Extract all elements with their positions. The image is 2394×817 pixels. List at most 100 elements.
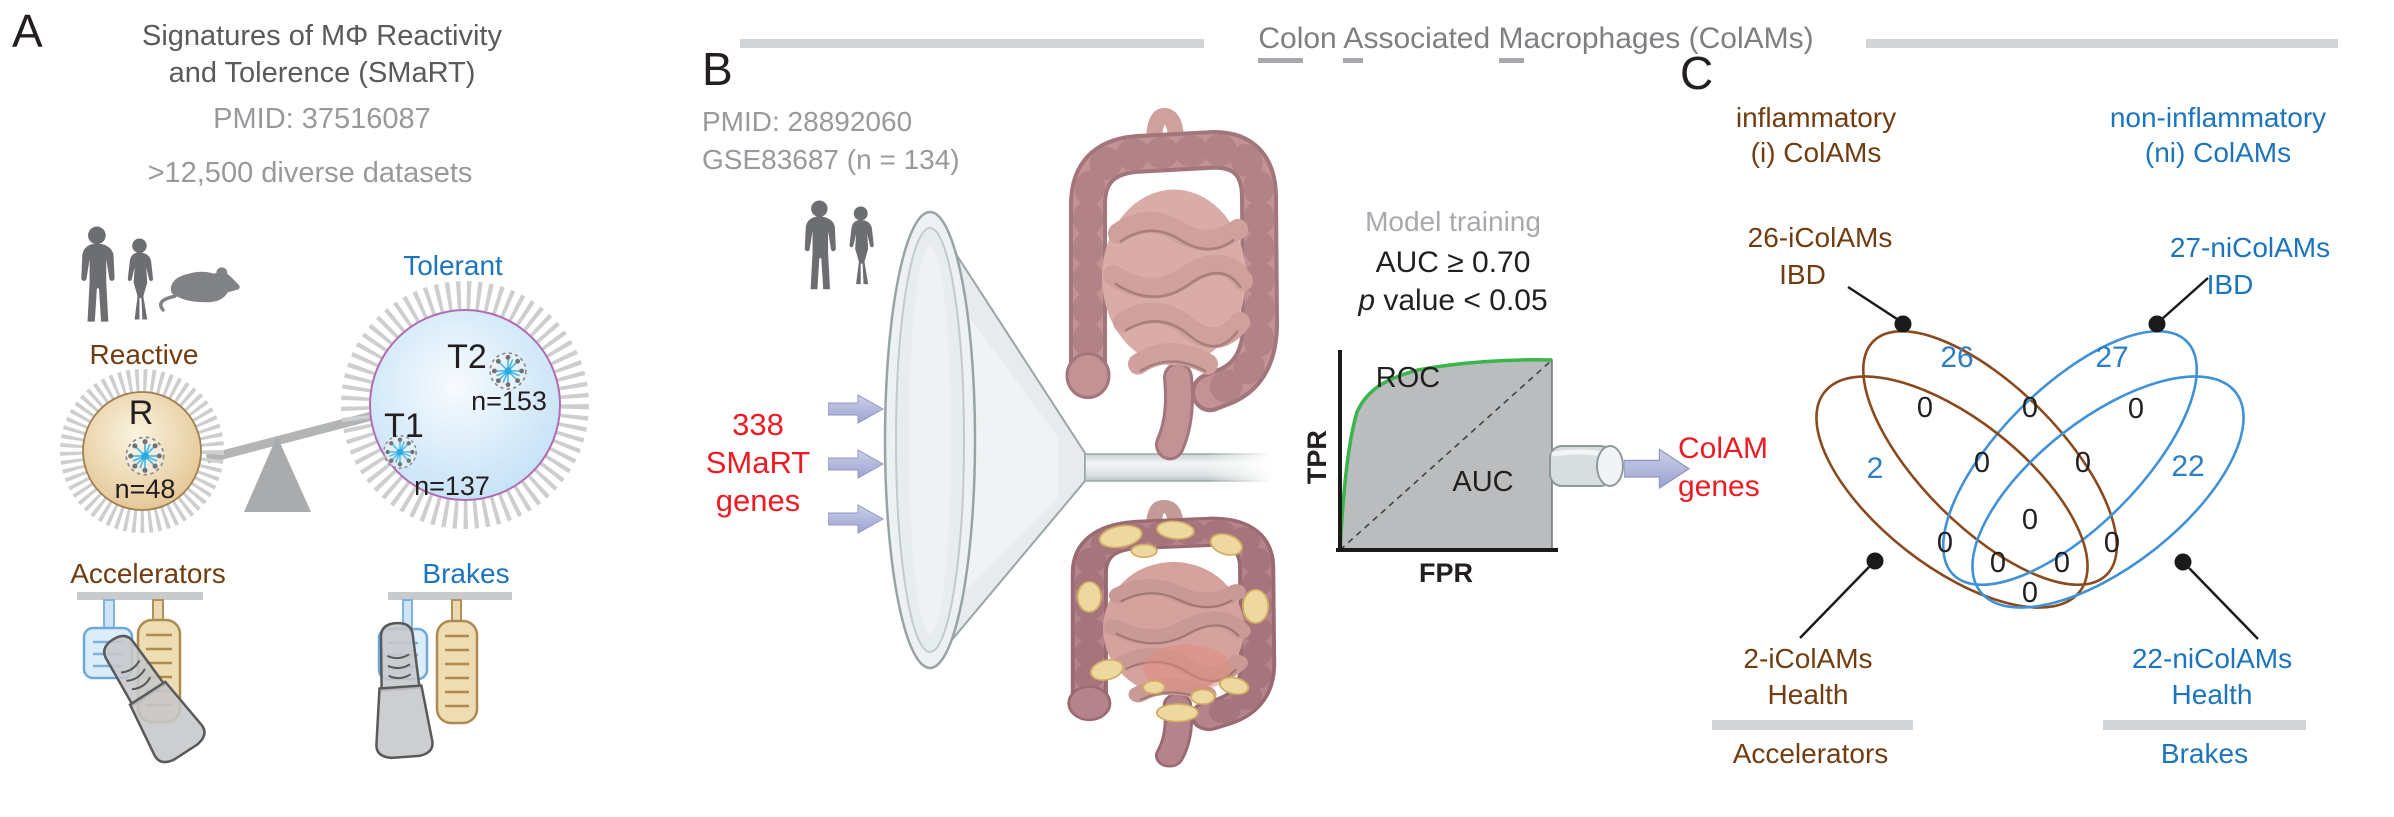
venn-zero: 0 (1989, 547, 2007, 579)
venn-ellipse-nicolams-health (1971, 375, 2245, 609)
accelerators-footer-label: Accelerators (1732, 738, 1889, 769)
venn-ellipse-nicolams-ibd (1941, 329, 2199, 587)
header-text-fragment: on (1303, 22, 1344, 55)
chance-diagonal (1339, 359, 1553, 551)
arrow-right-icon (828, 505, 883, 533)
smart-genes-word2: genes (715, 483, 801, 518)
colam-genes-line1: ColAM (1678, 432, 1769, 465)
brakes-divider (2103, 720, 2306, 730)
t1-count: n=137 (414, 471, 490, 501)
colon-healthy-icon (1065, 107, 1288, 453)
venn-count-nicolams-ibd: 27 (2095, 341, 2129, 374)
virus-icon (489, 352, 527, 390)
nicolams-health-callout-line2: Health (2171, 679, 2253, 710)
reactive-cell-name: R (128, 394, 154, 432)
callout-dot (2148, 315, 2166, 333)
auc-criterion: AUC ≥ 0.70 (1375, 246, 1531, 279)
venn-zero: 0 (2127, 393, 2145, 425)
icolams-ibd-callout-line1: 26-iColAMs (1747, 222, 1893, 253)
header-underlined-letter: Col (1258, 22, 1304, 63)
header-underlined-letter: M (1498, 22, 1524, 63)
venn-zero: 0 (2053, 547, 2071, 579)
colam-genes-line2: genes (1678, 470, 1760, 503)
panel-a-artwork (60, 226, 589, 769)
accelerators-divider (1712, 720, 1913, 730)
virus-icon (125, 436, 165, 476)
reactive-cell-count: n=48 (114, 474, 176, 504)
venn-zero: 0 (1973, 447, 1991, 479)
t1-name: T1 (384, 407, 424, 445)
panel-b-label: B (702, 43, 733, 95)
inflammatory-label-line1: inflammatory (1735, 102, 1897, 133)
icolams-health-callout-line2: Health (1767, 679, 1849, 710)
venn-diagram (1799, 277, 2259, 640)
venn-zero: 0 (2103, 527, 2121, 559)
p-criterion: p value < 0.05 (1333, 284, 1573, 318)
venn-ellipse-icolams-health (1815, 375, 2089, 609)
header-text-fragment: ssociated (1363, 22, 1499, 55)
arrow-right-icon (828, 450, 883, 478)
colon-diseased-icon (1067, 499, 1285, 762)
header-text-fragment: acrophages (ColAMs) (1523, 22, 1814, 55)
header-underlined-letter: A (1343, 22, 1364, 63)
smart-genes-word1: SMaRT (705, 445, 811, 480)
t2-name: T2 (447, 338, 487, 376)
panel-a-title-line2: and Tolerence (SMaRT) (168, 57, 476, 89)
tolerant-label: Tolerant (403, 250, 503, 281)
panel-c-label: C (1680, 47, 1714, 99)
model-training-label: Model training (1365, 206, 1541, 237)
roc-curve (1338, 358, 1553, 551)
brakes-label: Brakes (422, 558, 510, 589)
fpr-axis-label: FPR (1419, 558, 1473, 588)
panel-a-subtitle: >12,500 diverse datasets (147, 157, 473, 189)
inflammation-patches (1076, 520, 1270, 723)
roc-curve-label: ROC (1375, 362, 1441, 394)
panel-a-label: A (12, 5, 43, 57)
reactive-cell-spike-ring (60, 369, 224, 533)
nicolams-ibd-callout-line1: 27-niColAMs (2169, 232, 2331, 263)
tolerant-cell-spike-ring (341, 281, 589, 529)
smart-genes-count: 338 (732, 407, 784, 442)
accelerator-pedals-icon (77, 592, 211, 769)
tpr-axis-label: TPR (1301, 430, 1332, 485)
reactive-label: Reactive (89, 339, 199, 370)
panel-b-dataset: GSE83687 (n = 134) (702, 144, 960, 175)
noninflammatory-label-line1: non-inflammatory (2109, 102, 2327, 133)
icolams-ibd-callout-line2: IBD (1779, 259, 1826, 290)
venn-zero: 0 (2021, 504, 2039, 536)
accelerators-label: Accelerators (70, 558, 226, 589)
callout-dot (1894, 315, 1912, 333)
venn-count-icolams-ibd: 26 (1940, 341, 1974, 374)
venn-zero: 0 (1916, 392, 1934, 424)
roc-plot (1336, 350, 1558, 552)
header-title: Colon Associated Macrophages (ColAMs) (1208, 22, 1864, 63)
callout-line (1847, 285, 1898, 321)
t2-count: n=153 (471, 386, 547, 416)
icolams-health-callout-line1: 2-iColAMs (1743, 643, 1873, 674)
auc-area-label: AUC (1452, 466, 1514, 498)
man-icon (804, 200, 836, 290)
seesaw-icon (205, 411, 374, 512)
nicolams-ibd-callout-line2: IBD (2206, 269, 2254, 300)
p-italic: p (1358, 284, 1376, 317)
callout-dot (1866, 552, 1884, 570)
header-rule-left (740, 39, 1204, 48)
header-rule-right (1866, 39, 2338, 48)
funnel-spout-icon (1549, 445, 1624, 487)
brakes-footer-label: Brakes (2160, 738, 2249, 769)
callout-dot (2174, 553, 2192, 571)
venn-zero: 0 (2021, 577, 2039, 609)
callout-line (2161, 277, 2209, 320)
brake-pedals-icon (366, 592, 512, 761)
man-icon (81, 226, 115, 322)
venn-count-nicolams-health: 22 (2171, 450, 2205, 483)
callout-line (1799, 566, 1870, 639)
panel-a-title-line1: Signatures of MΦ Reactivity (142, 20, 502, 52)
input-arrows (828, 394, 888, 539)
panel-b-pmid: PMID: 28892060 (702, 106, 913, 137)
venn-zero: 0 (2074, 447, 2092, 479)
venn-count-icolams-health: 2 (1866, 452, 1884, 485)
inflammatory-label-line2: (i) ColAMs (1750, 137, 1882, 168)
venn-zero: 0 (2021, 392, 2039, 424)
